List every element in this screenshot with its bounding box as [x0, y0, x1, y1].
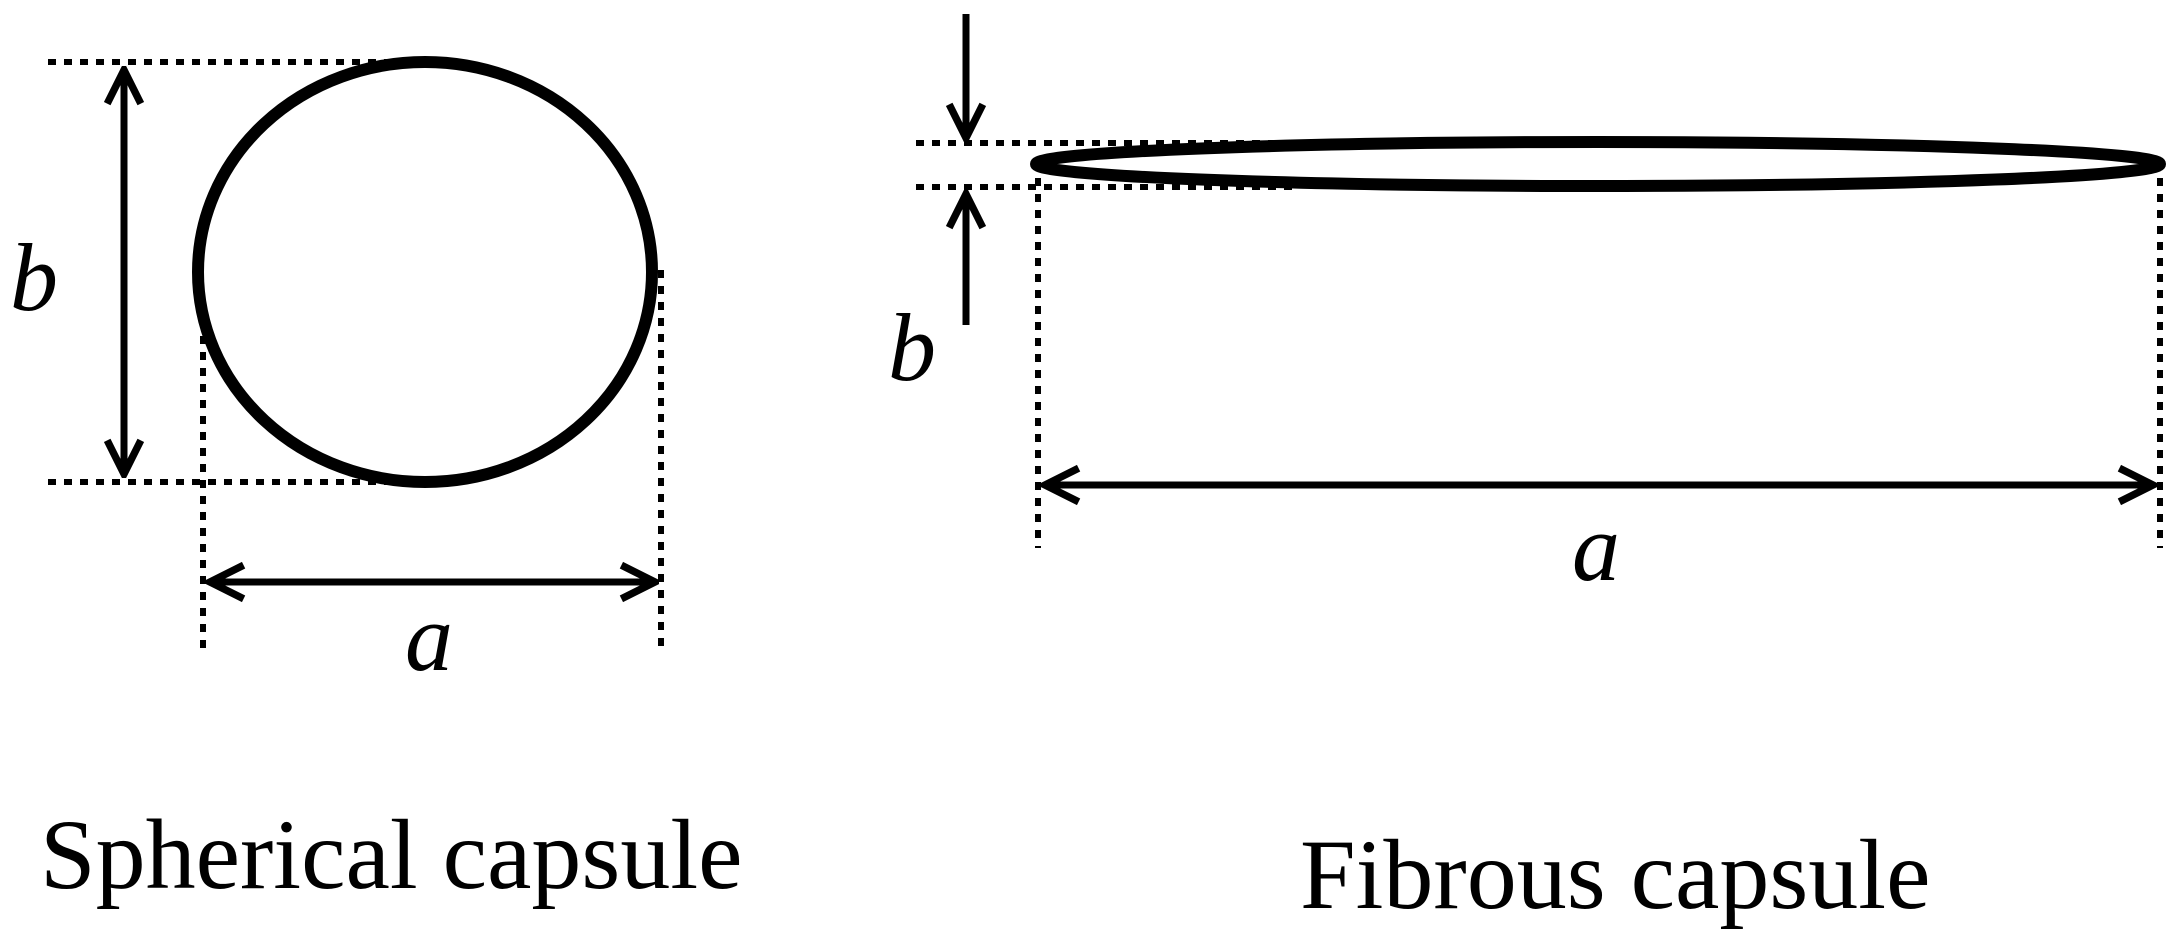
- fibrous-capsule-figure: b a Fibrous capsule: [888, 14, 2166, 930]
- spherical-width-label: a: [405, 584, 453, 691]
- fibrous-height-label: b: [888, 294, 936, 401]
- spherical-capsule-shape: [192, 56, 658, 488]
- spherical-caption: Spherical capsule: [40, 799, 743, 910]
- fibrous-capsule-shape: [1030, 136, 2166, 192]
- fibrous-width-label: a: [1572, 494, 1620, 601]
- fibrous-caption: Fibrous capsule: [1300, 819, 1930, 930]
- spherical-height-label: b: [10, 224, 58, 331]
- spherical-capsule-figure: b a Spherical capsule: [10, 56, 743, 910]
